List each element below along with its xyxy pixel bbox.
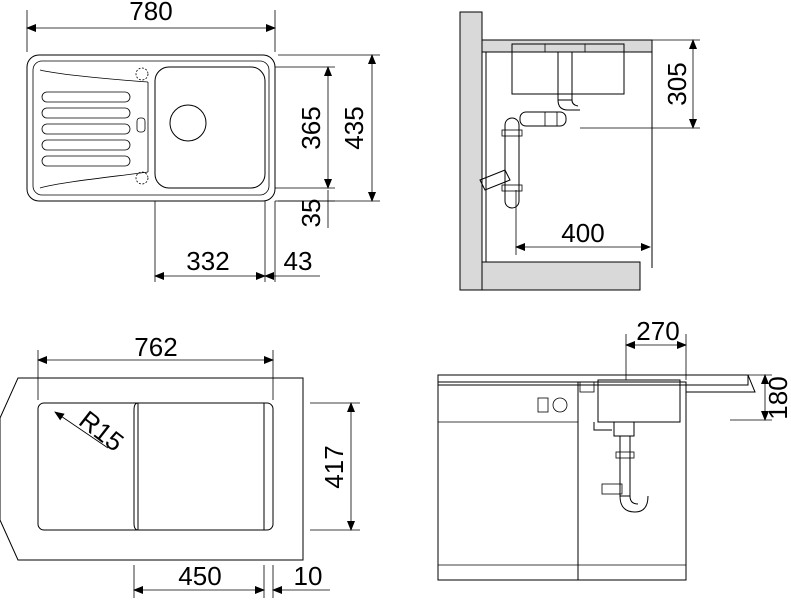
dim-edge-gap: 10 [294, 561, 323, 591]
drainer-grooves [39, 69, 149, 189]
sink-outline [26, 54, 276, 202]
overflow-hole-icon [135, 171, 149, 185]
dim-corner-radius: R15 [74, 404, 130, 457]
dim-bowl-position: 450 [178, 561, 221, 591]
dim-side-offset: 43 [284, 246, 313, 276]
dim-overall-depth: 435 [339, 106, 369, 149]
side-section-view: 305 400 [459, 11, 700, 291]
dim-bowl-width: 332 [186, 246, 229, 276]
cutout-view: R15 762 417 450 10 [0, 332, 360, 598]
drain-icon [169, 104, 207, 142]
drain-trap [479, 51, 580, 209]
appliance-knob-icon [552, 397, 568, 413]
dim-front-bowl-width: 270 [636, 316, 679, 346]
appliance-control-icon [537, 397, 549, 413]
dim-cutout-width: 762 [134, 332, 177, 362]
dim-drain-distance: 400 [561, 218, 604, 248]
tap-hole-icon [135, 67, 149, 81]
front-section-view: 270 180 [437, 316, 791, 581]
dim-installation-depth: 305 [662, 62, 692, 105]
dim-overall-width: 780 [129, 0, 172, 26]
sink-bowl [154, 66, 266, 189]
overflow-icon [136, 117, 146, 133]
dim-cutout-depth: 417 [319, 445, 349, 488]
dim-front-bowl-height: 180 [763, 376, 791, 419]
sink-cabinet [577, 381, 687, 581]
front-bowl [597, 379, 681, 423]
front-drain-trap [593, 421, 649, 513]
dim-front-offset: 35 [296, 199, 326, 228]
dim-bowl-depth: 365 [296, 106, 326, 149]
sink-top-view: 780 435 365 35 332 43 [26, 0, 380, 282]
cutout-outline [37, 402, 274, 531]
